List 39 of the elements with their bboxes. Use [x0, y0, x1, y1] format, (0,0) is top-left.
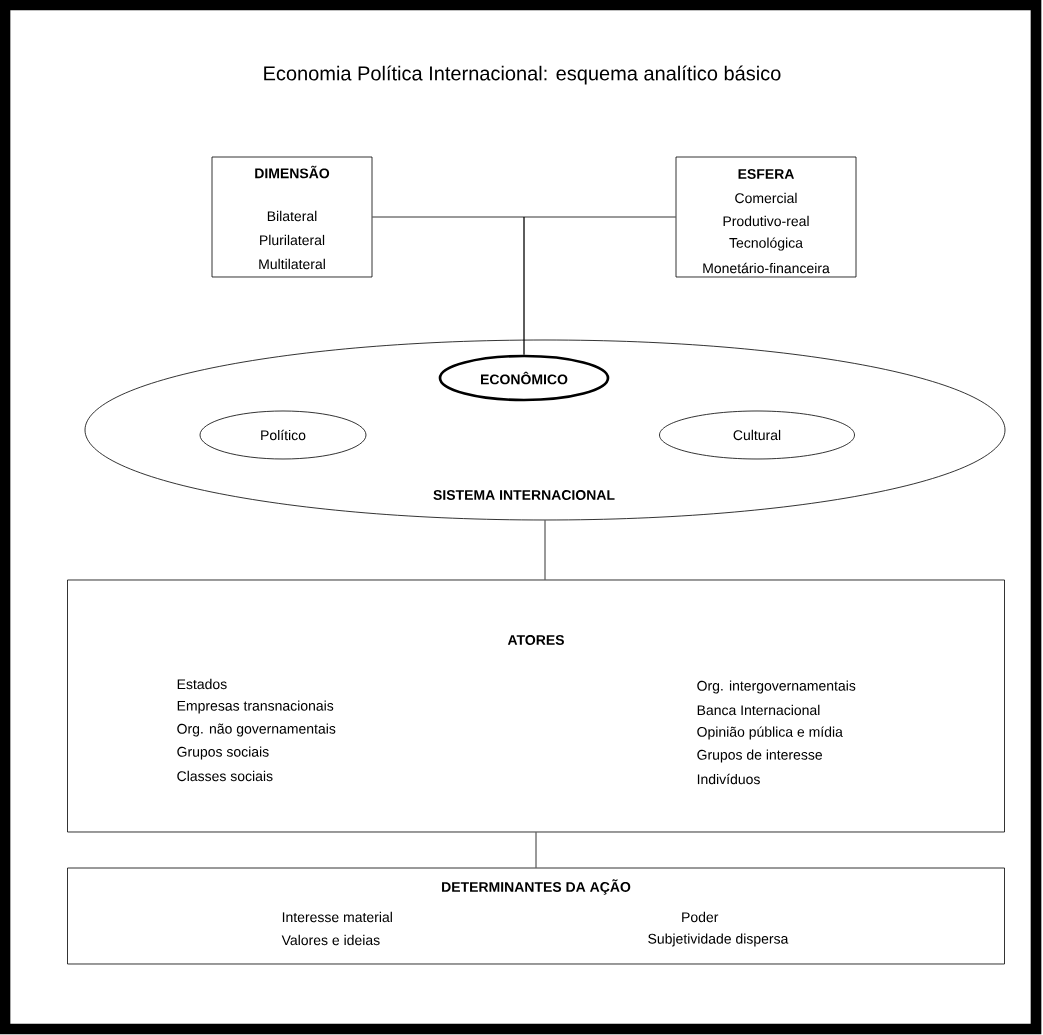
- list-item: Empresas transnacionais: [177, 700, 334, 714]
- list-item: Indivíduos: [697, 773, 760, 785]
- list-item: Produtivo-real: [723, 215, 809, 227]
- actors-box: [67, 579, 1005, 833]
- box-heading: ESFERA: [738, 169, 794, 179]
- ellipse-label: ECONÔMICO: [481, 371, 568, 385]
- list-item: Multilateral: [259, 258, 325, 270]
- cultural-ellipse: [659, 410, 855, 460]
- list-item: Comercial: [735, 192, 797, 204]
- list-item: Grupos de interesse: [697, 749, 822, 763]
- ellipse-label: Cultural: [733, 429, 781, 441]
- list-item: Opinião pública e mídia: [697, 726, 843, 740]
- economic-ellipse: [438, 354, 610, 402]
- list-item: Banca Internacional: [697, 704, 820, 716]
- box-heading: DIMENSÃO: [255, 165, 330, 179]
- list-item: Org. não governamentais: [177, 723, 336, 737]
- ellipse-label: SISTEMA INTERNACIONAL: [433, 490, 615, 500]
- list-item: Grupos sociais: [177, 746, 269, 760]
- list-item: Bilateral: [267, 210, 317, 222]
- box-heading: DETERMINANTES DA AÇÃO: [442, 879, 631, 895]
- dimension-box: [211, 156, 373, 278]
- list-item: Poder: [682, 911, 719, 923]
- connector-line: [544, 520, 546, 580]
- determinants-box: [67, 867, 1005, 965]
- connector-line: [523, 216, 676, 356]
- list-item: Org. intergovernamentais: [697, 680, 856, 694]
- box-heading: ATORES: [507, 635, 564, 645]
- list-item: Plurilateral: [260, 234, 325, 246]
- list-item: Valores e ideias: [281, 934, 380, 946]
- ellipse-label: Político: [261, 429, 306, 441]
- title: Economia Política Internacional: esquema analítico básico: [264, 65, 781, 85]
- list-item: Tecnológica: [729, 237, 803, 251]
- connector-line: [535, 832, 537, 868]
- list-item: Classes sociais: [177, 770, 273, 782]
- list-item: Interesse material: [282, 911, 392, 923]
- list-item: Subjetividade dispersa: [648, 933, 789, 947]
- political-ellipse: [199, 410, 367, 460]
- list-item: Monetário-financeira: [703, 262, 830, 274]
- list-item: Estados: [177, 678, 227, 690]
